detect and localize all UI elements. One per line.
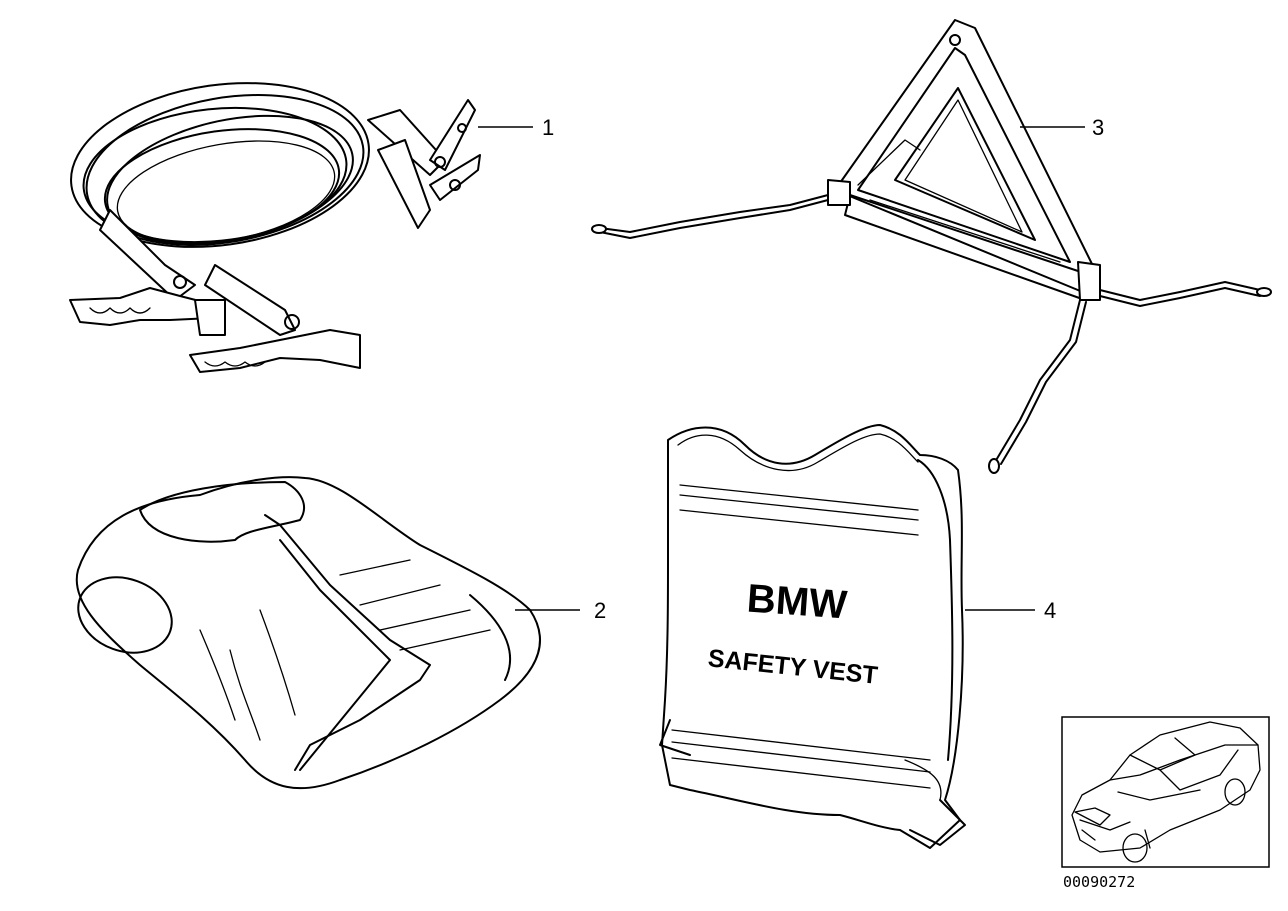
callout-3: 3 — [1092, 115, 1104, 140]
car-thumbnail-box — [1061, 716, 1270, 868]
safety-vest-icon: BMW SAFETY VEST — [659, 424, 1035, 849]
callout-4: 4 — [1044, 598, 1056, 623]
vest-brand-text: BMW — [746, 577, 849, 628]
warning-triangle-icon — [591, 19, 1272, 474]
callout-2: 2 — [594, 598, 606, 623]
car-thumbnail-icon — [1071, 721, 1261, 863]
diagram-code: 00090272 — [1063, 873, 1135, 891]
callout-1: 1 — [542, 115, 554, 140]
folded-safety-vest-icon — [75, 476, 580, 790]
jumper-cables-icon — [69, 82, 533, 373]
